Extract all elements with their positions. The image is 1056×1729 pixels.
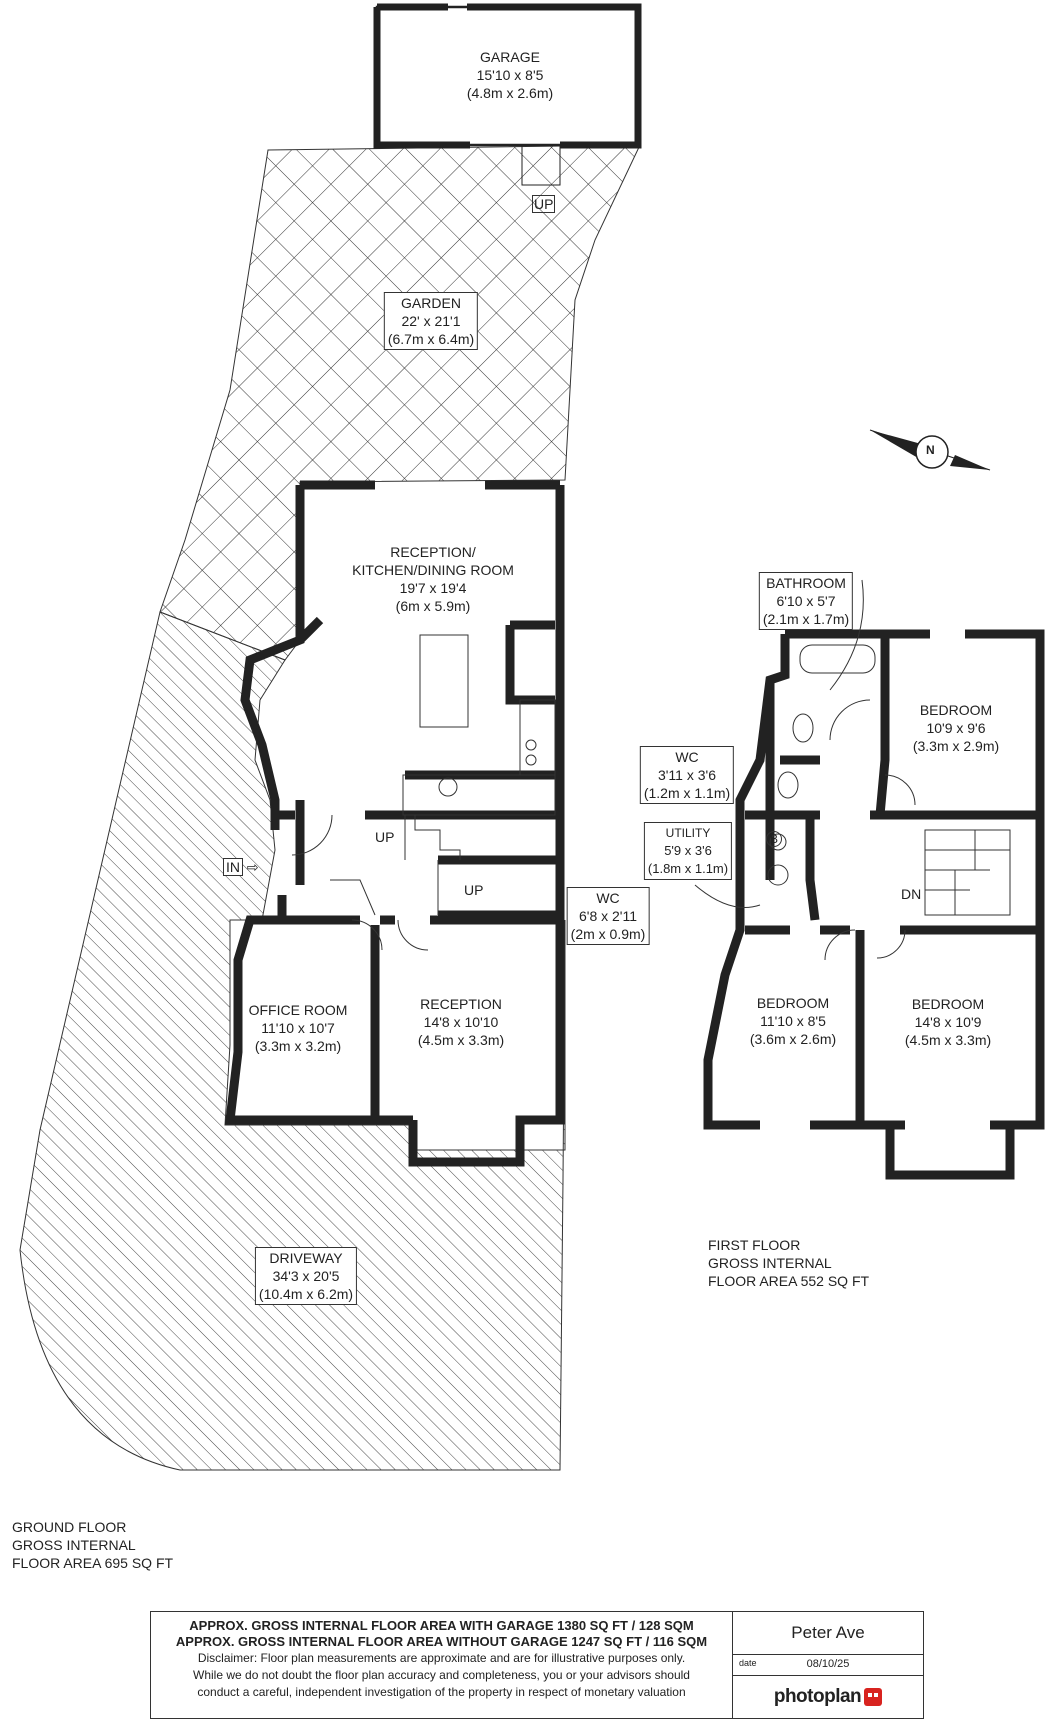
room-name: RECEPTION/ <box>390 544 476 560</box>
room-metric: (4.5m x 3.3m) <box>904 1032 992 1048</box>
room-label-bathroom: BATHROOM 6'10 x 5'7 (2.1m x 1.7m) <box>758 572 854 630</box>
property-name: Peter Ave <box>733 1612 923 1655</box>
up-marker-wc: UP <box>464 882 484 898</box>
entry-arrow-icon: ⇨ <box>246 859 259 875</box>
room-name: BEDROOM <box>911 996 985 1012</box>
room-size: 5'9 x 3'6 <box>664 843 712 858</box>
room-size: 10'9 x 9'6 <box>926 720 986 736</box>
date-row: date 08/10/25 <box>733 1655 923 1676</box>
compass-north-label: N <box>926 443 935 457</box>
room-label-bedroom-back: BEDROOM 10'9 x 9'6 (3.3m x 2.9m) <box>913 701 999 755</box>
up-marker-garage: UP <box>532 195 556 213</box>
room-name: RECEPTION <box>420 996 502 1012</box>
first-floor-area-label: FIRST FLOOR GROSS INTERNAL FLOOR AREA 55… <box>708 1237 870 1289</box>
room-name: DRIVEWAY <box>269 1250 343 1266</box>
room-label-kitchen: RECEPTION/ KITCHEN/DINING ROOM 19'7 x 19… <box>352 543 514 615</box>
room-size: 14'8 x 10'10 <box>423 1014 499 1030</box>
room-metric: (3.3m x 3.2m) <box>254 1038 342 1054</box>
room-size: 14'8 x 10'9 <box>914 1014 982 1030</box>
room-size: 15'10 x 8'5 <box>476 67 544 83</box>
down-marker: DN <box>901 886 922 902</box>
room-name: WC <box>675 749 699 765</box>
in-marker: IN ⇨ <box>223 858 259 876</box>
room-metric: (1.2m x 1.1m) <box>643 785 731 801</box>
brand-logo: photoplan <box>733 1676 923 1718</box>
room-label-utility: UTILITY 5'9 x 3'6 (1.8m x 1.1m) <box>643 822 733 880</box>
garage <box>373 3 642 186</box>
first-floor-fixtures <box>767 579 1011 961</box>
disclaimer-line-3: conduct a careful, independent investiga… <box>197 1685 686 1699</box>
room-metric: (4.5m x 3.3m) <box>417 1032 505 1048</box>
brand-logo-icon <box>864 1688 883 1706</box>
date-value: 08/10/25 <box>806 1658 850 1670</box>
room-name: UTILITY <box>665 826 711 840</box>
room-metric: (3.6m x 2.6m) <box>749 1031 837 1047</box>
room-name: GARAGE <box>480 49 540 65</box>
room-metric: (2.1m x 1.7m) <box>762 611 850 627</box>
room-metric: (3.3m x 2.9m) <box>912 738 1000 754</box>
area-without-garage: APPROX. GROSS INTERNAL FLOOR AREA WITHOU… <box>175 1634 708 1649</box>
ground-floor-area-label: GROUND FLOOR GROSS INTERNAL FLOOR AREA 6… <box>12 1519 174 1571</box>
brand-name: photoplan <box>773 1686 862 1707</box>
ground-floor-fixtures <box>291 634 556 951</box>
room-label-garage: GARAGE 15'10 x 8'5 (4.8m x 2.6m) <box>467 48 553 102</box>
room-metric: (1.8m x 1.1m) <box>647 861 729 876</box>
room-size: 3'11 x 3'6 <box>657 767 717 783</box>
room-metric: (4.8m x 2.6m) <box>466 85 554 101</box>
room-label-driveway: DRIVEWAY 34'3 x 20'5 (10.4m x 6.2m) <box>254 1247 358 1305</box>
room-label-garden: GARDEN 22' x 21'1 (6.7m x 6.4m) <box>383 292 479 350</box>
room-name: BEDROOM <box>919 702 993 718</box>
disclaimer-line-2: While we do not doubt the floor plan acc… <box>193 1668 690 1682</box>
room-metric: (6.7m x 6.4m) <box>387 331 475 347</box>
footer-meta: Peter Ave date 08/10/25 photoplan <box>733 1612 923 1718</box>
room-size: 11'10 x 10'7 <box>261 1020 335 1036</box>
room-metric: (10.4m x 6.2m) <box>258 1286 354 1302</box>
boiler-marker: B <box>766 830 783 847</box>
room-label-wc-first: WC 3'11 x 3'6 (1.2m x 1.1m) <box>639 746 735 804</box>
room-size: 19'7 x 19'4 <box>399 580 467 596</box>
room-size: 6'8 x 2'11 <box>578 908 638 924</box>
first-floor-walls <box>703 629 1045 1180</box>
room-size: 22' x 21'1 <box>401 313 461 329</box>
date-label: date <box>739 1658 757 1668</box>
room-label-bedroom-right: BEDROOM 14'8 x 10'9 (4.5m x 3.3m) <box>905 995 991 1049</box>
disclaimer-line-1: Disclaimer: Floor plan measurements are … <box>197 1651 686 1665</box>
room-name: OFFICE ROOM <box>248 1002 348 1018</box>
room-label-wc-ground: WC 6'8 x 2'11 (2m x 0.9m) <box>566 887 650 945</box>
compass-icon <box>869 429 991 471</box>
room-label-reception: RECEPTION 14'8 x 10'10 (4.5m x 3.3m) <box>418 995 504 1049</box>
room-size: 11'10 x 8'5 <box>760 1013 826 1029</box>
room-metric: (2m x 0.9m) <box>570 926 646 942</box>
room-name: WC <box>596 890 620 906</box>
floorplan-footer: APPROX. GROSS INTERNAL FLOOR AREA WITH G… <box>150 1611 924 1719</box>
room-size: 34'3 x 20'5 <box>272 1268 340 1284</box>
up-marker-stairs: UP <box>375 829 395 845</box>
room-name-2: KITCHEN/DINING ROOM <box>352 562 514 578</box>
area-with-garage: APPROX. GROSS INTERNAL FLOOR AREA WITH G… <box>189 1618 694 1633</box>
room-name: GARDEN <box>401 295 461 311</box>
leader-lines <box>694 884 761 908</box>
room-size: 6'10 x 5'7 <box>776 593 836 609</box>
room-name: BATHROOM <box>766 575 846 591</box>
room-label-office: OFFICE ROOM 11'10 x 10'7 (3.3m x 3.2m) <box>249 1001 348 1055</box>
footer-info: APPROX. GROSS INTERNAL FLOOR AREA WITH G… <box>151 1612 733 1718</box>
room-name: BEDROOM <box>756 995 830 1011</box>
room-label-bedroom-left: BEDROOM 11'10 x 8'5 (3.6m x 2.6m) <box>750 994 836 1048</box>
room-metric: (6m x 5.9m) <box>395 598 471 614</box>
